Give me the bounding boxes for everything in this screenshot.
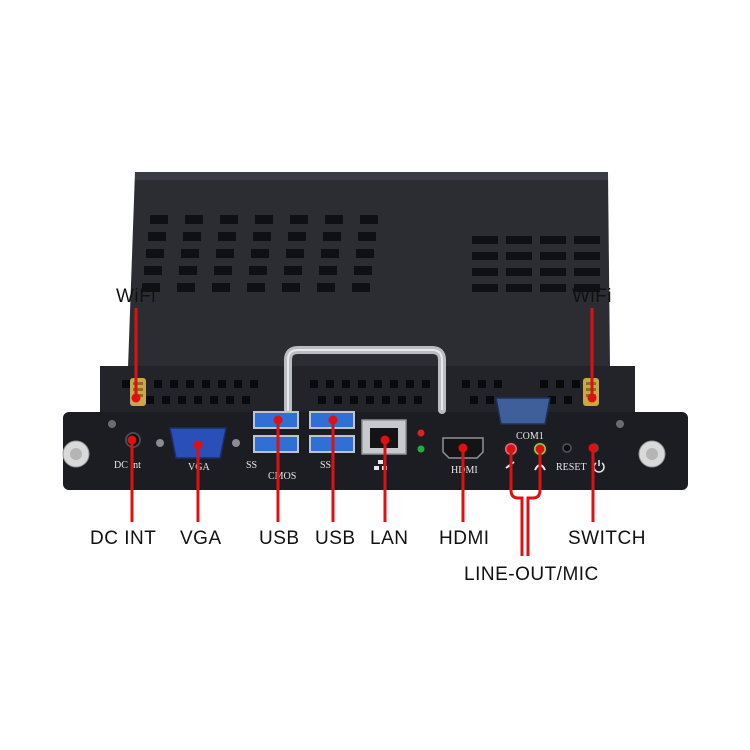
callout-wifi-right: WiFi [572, 286, 612, 307]
callout-lines [127, 308, 598, 556]
panel-label-usb-right: SS [320, 460, 331, 471]
bezel-vents [122, 380, 580, 404]
handle-highlight [287, 349, 443, 415]
callout-hdmi: HDMI [439, 528, 490, 549]
reset-button [562, 443, 572, 453]
callout-usb-1: USB [259, 528, 300, 549]
front-bezel [100, 366, 635, 414]
callout-usb-2: USB [315, 528, 356, 549]
panel-label-cmos: CMOS [268, 471, 296, 482]
callout-vga: VGA [180, 528, 222, 549]
com-port [495, 397, 551, 425]
led-red [417, 429, 425, 437]
panel-label-dc: DC int [114, 460, 141, 471]
chassis-top-edge [135, 172, 608, 180]
thumb-screw-left [62, 440, 90, 468]
callout-switch: SWITCH [568, 528, 646, 549]
thumb-screw-right [638, 440, 666, 468]
panel-label-com: COM1 [516, 431, 544, 442]
led-green [417, 445, 425, 453]
callout-wifi-left: WiFi [116, 286, 156, 307]
top-vent-left [142, 215, 378, 292]
callout-line-out-mic: LINE-OUT/MIC [464, 564, 599, 585]
panel-label-reset: RESET [556, 462, 587, 473]
top-vent-right [472, 236, 600, 292]
callout-lan: LAN [370, 528, 409, 549]
panel-screw [108, 420, 116, 428]
callout-dc-int: DC INT [90, 528, 157, 549]
panel-screw [616, 420, 624, 428]
panel-label-usb-left: SS [246, 460, 257, 471]
